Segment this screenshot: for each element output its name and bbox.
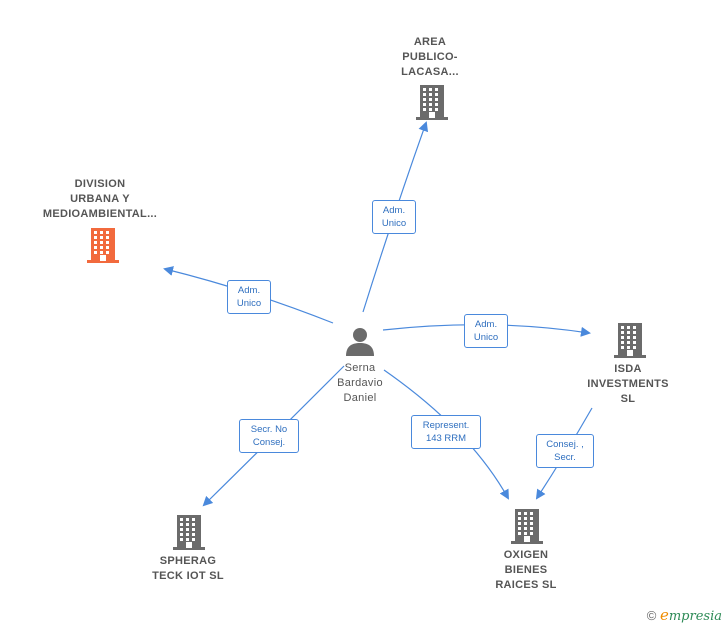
company-label-line: URBANA Y (70, 193, 130, 205)
building-icon[interactable] (415, 84, 449, 125)
relation-label-isda[interactable]: Adm. Unico (464, 314, 508, 348)
company-label-line: MEDIOAMBIENTAL... (42, 208, 158, 220)
company-label-line: ISDA (614, 363, 642, 375)
relation-label-division[interactable]: Adm. Unico (227, 280, 271, 314)
relation-label-line: Adm. (237, 285, 261, 296)
person-icon[interactable] (344, 325, 376, 362)
company-area-label[interactable]: AREA PUBLICO- LACASA... (370, 35, 490, 80)
relation-label-line: Adm. (474, 319, 498, 330)
relation-label-line: 143 RRM (425, 433, 467, 444)
relation-label-line: Consej. , (546, 439, 584, 450)
company-label-line: AREA (413, 36, 447, 48)
company-label-line: INVESTMENTS (587, 378, 669, 390)
company-label-line: TECK IOT SL (152, 570, 224, 582)
company-spherag-label[interactable]: SPHERAG TECK IOT SL (128, 554, 248, 584)
company-label-line: BIENES (504, 564, 548, 576)
company-label-line: SPHERAG (159, 555, 217, 567)
brand-name: mpresia (668, 609, 722, 624)
relation-label-line: Adm. (382, 205, 406, 216)
person-name[interactable]: Serna Bardavio Daniel (310, 361, 410, 406)
relation-label-line: Unico (381, 218, 407, 229)
copyright-icon: © (646, 608, 657, 623)
company-label-line: LACASA... (401, 66, 459, 78)
person-name-line: Daniel (343, 392, 377, 404)
brand-logo: © empresia (647, 606, 722, 624)
person-name-line: Bardavio (337, 377, 383, 389)
company-label-line: DIVISION (74, 178, 126, 190)
company-oxigen-label[interactable]: OXIGEN BIENES RAICES SL (466, 548, 586, 593)
relation-label-spherag[interactable]: Secr. No Consej. (239, 419, 299, 453)
relation-label-area[interactable]: Adm. Unico (372, 200, 416, 234)
relation-label-line: Represent. (422, 420, 470, 431)
company-label-line: SL (620, 393, 636, 405)
relation-label-oxigen[interactable]: Represent. 143 RRM (411, 415, 481, 449)
building-icon[interactable] (510, 508, 544, 549)
relation-label-line: Unico (473, 332, 499, 343)
brand-e: e (659, 606, 669, 624)
relation-label-line: Secr. No (250, 424, 288, 435)
company-label-line: RAICES SL (495, 579, 557, 591)
building-icon[interactable] (86, 227, 120, 268)
company-isda-label[interactable]: ISDA INVESTMENTS SL (573, 362, 683, 407)
relation-label-line: Secr. (554, 452, 576, 463)
company-label-line: PUBLICO- (402, 51, 458, 63)
company-label-line: OXIGEN (503, 549, 549, 561)
company-division-label[interactable]: DIVISION URBANA Y MEDIOAMBIENTAL... (20, 177, 180, 222)
building-icon[interactable] (172, 514, 206, 555)
person-name-line: Serna (344, 362, 376, 374)
relation-label-line: Consej. (252, 437, 286, 448)
relation-label-line: Unico (236, 298, 262, 309)
building-icon[interactable] (613, 322, 647, 363)
relation-label-isda-oxigen[interactable]: Consej. , Secr. (536, 434, 594, 468)
